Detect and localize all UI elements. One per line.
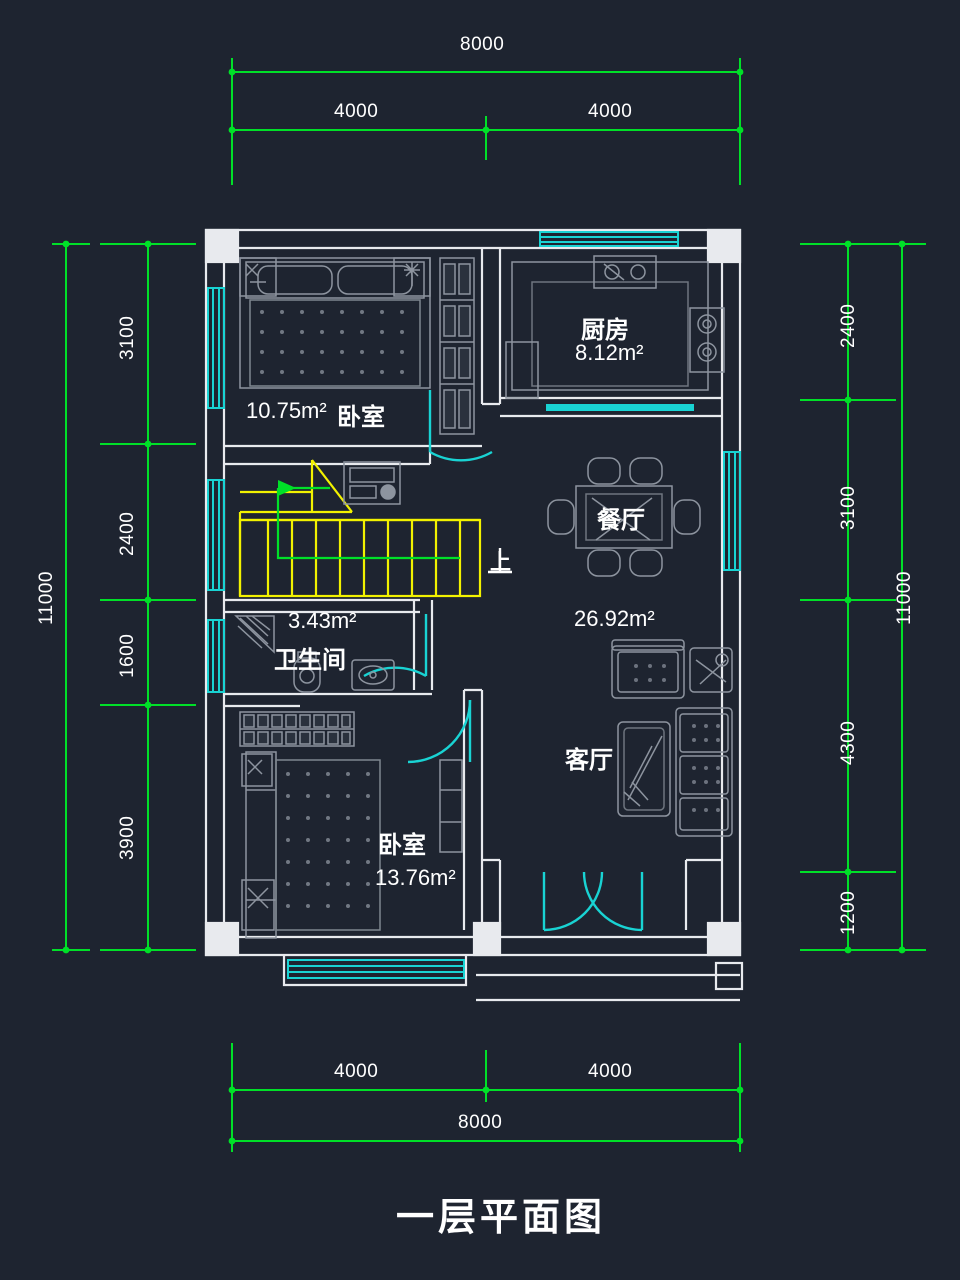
dimension-blips bbox=[62, 68, 906, 1145]
room-name-dining: 餐厅 bbox=[597, 507, 645, 534]
door-bedroom-top bbox=[428, 390, 493, 462]
nightstand-bottom-bedroom bbox=[241, 753, 273, 787]
drawing-title: 一层平面图 bbox=[396, 1197, 607, 1239]
armchair-living bbox=[689, 647, 733, 693]
window-group bbox=[207, 231, 741, 979]
column-ne bbox=[706, 228, 742, 264]
coffee-table-living bbox=[617, 721, 671, 817]
window-left-1 bbox=[207, 287, 225, 409]
dining-chair-s2 bbox=[629, 549, 663, 577]
wall-bedroomtop-east bbox=[480, 248, 502, 404]
dining-table-set bbox=[547, 457, 701, 577]
room-area-living: 26.92m² bbox=[574, 606, 655, 631]
room-area-bedroom-bottom: 13.76m² bbox=[375, 865, 456, 890]
dim-label-left-seg-2: 2400 bbox=[117, 511, 138, 556]
column-se bbox=[706, 921, 742, 957]
column-sw bbox=[204, 921, 240, 957]
sofa-three-seater bbox=[675, 707, 733, 837]
room-name-bedroom-top: 卧室 bbox=[337, 404, 385, 431]
window-bay-bottom bbox=[287, 959, 465, 979]
dim-label-left-seg-1: 3100 bbox=[117, 315, 138, 360]
shower-corner bbox=[234, 615, 275, 654]
door-bathroom bbox=[363, 614, 428, 678]
wall-living-se-recess bbox=[684, 858, 722, 930]
dim-label-right-seg-3: 4300 bbox=[838, 720, 859, 765]
toilet bbox=[293, 651, 321, 693]
dim-label-right-seg-2: 3100 bbox=[838, 485, 859, 530]
kitchen-counter bbox=[511, 261, 709, 391]
door-bedroom-bottom bbox=[407, 699, 472, 764]
dim-label-top-seg-1: 4000 bbox=[334, 101, 379, 122]
bathroom-fixtures bbox=[234, 615, 395, 693]
wall-bath-south bbox=[224, 692, 432, 708]
bed-bottom-bedroom bbox=[245, 751, 381, 939]
column-nw bbox=[204, 228, 240, 264]
room-area-kitchen: 8.12m² bbox=[575, 340, 644, 365]
room-name-kitchen: 厨房 bbox=[581, 317, 629, 344]
dim-label-bottom-seg-1: 4000 bbox=[334, 1061, 379, 1082]
dim-label-bottom-seg-2: 4000 bbox=[588, 1061, 633, 1082]
wall-bedroomtop-south bbox=[224, 444, 482, 466]
dining-chair-s1 bbox=[587, 549, 621, 577]
dining-chair-n2 bbox=[629, 457, 663, 485]
bed-top-bedroom bbox=[239, 257, 431, 389]
room-name-living: 客厅 bbox=[565, 747, 613, 774]
room-name-bathroom: 卫生间 bbox=[274, 647, 346, 674]
dim-label-top-seg-2: 4000 bbox=[588, 101, 633, 122]
window-kitchen-top bbox=[539, 231, 679, 247]
kitchen-sink bbox=[593, 255, 657, 289]
desk-bottom-bedroom bbox=[241, 879, 275, 931]
wall-living-sw-recess bbox=[482, 858, 502, 930]
wall-bedroombot-east bbox=[462, 690, 484, 930]
kitchen-door-opening bbox=[505, 341, 539, 399]
window-kitchen-south-band bbox=[546, 404, 694, 411]
dim-label-left-seg-4: 3900 bbox=[117, 815, 138, 860]
stair-direction-arrow bbox=[276, 480, 460, 560]
wardrobe-bottom-bedroom bbox=[239, 711, 355, 747]
wall-bath-east bbox=[412, 600, 434, 690]
wall-stair-south bbox=[224, 598, 420, 614]
dim-label-right-overall: 11000 bbox=[894, 571, 915, 625]
stair-up-tick bbox=[488, 548, 512, 574]
door-group bbox=[363, 390, 644, 932]
dining-chair-e bbox=[673, 499, 701, 535]
dim-label-top-overall: 8000 bbox=[460, 34, 505, 55]
washbasin bbox=[351, 659, 395, 691]
dim-label-left-overall: 11000 bbox=[36, 571, 57, 625]
column-s-outer bbox=[714, 961, 744, 991]
tv-cabinet-bottom-bedroom bbox=[439, 759, 463, 853]
south-step-lines bbox=[476, 973, 740, 1002]
wardrobe-top-bedroom bbox=[439, 257, 475, 435]
hall-cabinet bbox=[343, 461, 401, 505]
column-s-mid bbox=[472, 921, 502, 957]
stair-up-label: 上 bbox=[490, 551, 511, 574]
nightstand-right-top-bedroom bbox=[393, 257, 431, 297]
room-name-bedroom-bottom: 卧室 bbox=[378, 832, 426, 859]
dim-label-right-seg-1: 2400 bbox=[838, 303, 859, 348]
dim-label-bottom-overall: 8000 bbox=[458, 1112, 503, 1133]
dim-label-left-seg-3: 1600 bbox=[117, 633, 138, 678]
window-left-3 bbox=[207, 619, 225, 693]
sofa-loveseat bbox=[611, 639, 685, 699]
dim-label-right-seg-4: 1200 bbox=[838, 890, 859, 935]
dining-chair-w bbox=[547, 499, 575, 535]
window-right-dining bbox=[723, 451, 741, 571]
room-area-bathroom: 3.43m² bbox=[288, 608, 357, 633]
nightstand-left-top-bedroom bbox=[239, 257, 277, 297]
bay-window-outline bbox=[282, 955, 468, 987]
room-area-bedroom-top: 10.75m² bbox=[246, 398, 327, 423]
kitchen-stove bbox=[689, 307, 725, 373]
window-left-2 bbox=[207, 479, 225, 591]
door-entrance-main bbox=[542, 871, 644, 932]
dining-chair-n1 bbox=[587, 457, 621, 485]
